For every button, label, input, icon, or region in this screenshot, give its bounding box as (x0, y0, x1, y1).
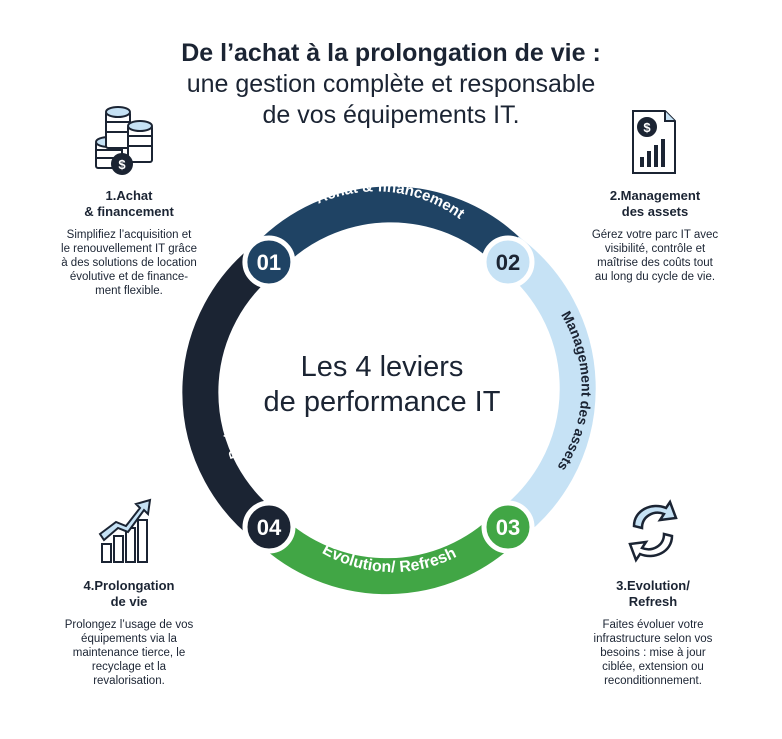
step-4-description: Prolongez l’usage de vos équipements via… (36, 618, 222, 688)
step-3-heading-line-1: 3.Evolution/ (616, 578, 690, 593)
step-1-desc-line: Simplifiez l’acquisition et (66, 229, 192, 241)
badge-03-number: 03 (496, 515, 520, 540)
step-2-heading: 2.Management des assets (562, 188, 748, 220)
step-2-desc-line: au long du cycle de vie. (594, 271, 716, 283)
step-3-desc-line: besoins : mise à jour (600, 647, 706, 659)
step-4-desc-line: maintenance tierce, le (72, 647, 186, 659)
refresh-arrows-icon (628, 499, 678, 563)
title-line-2: une gestion complète et responsable (186, 70, 596, 98)
step-1-heading-line-1: 1.Achat (105, 188, 153, 203)
step-2-heading-line-2: des assets (621, 204, 689, 219)
step-3-desc-line: reconditionnement. (604, 675, 702, 687)
step-1-description: Simplifiez l’acquisition et le renouvell… (36, 228, 222, 298)
step-4-heading: 4.Prolongation de vie (36, 578, 222, 610)
step-4-desc-line: recyclage et la (91, 661, 167, 673)
header: De l’achat à la prolongation de vie : un… (0, 38, 782, 131)
step-1-desc-line: ment flexible. (95, 285, 163, 297)
step-4-heading-line-2: de vie (110, 594, 148, 609)
step-1-heading-line-2: & financement (84, 204, 174, 219)
step-2-block: 2.Management des assets Gérez votre parc… (562, 188, 748, 284)
step-4-desc-line: revalorisation. (93, 675, 165, 687)
step-2-heading-line-1: 2.Management (609, 188, 701, 203)
badge-01-number: 01 (257, 250, 281, 275)
step-4-heading-line-1: 4.Prolongation (83, 578, 175, 593)
ring-segment-top (256, 186, 521, 269)
svg-text:$: $ (643, 120, 651, 135)
step-3-heading: 3.Evolution/ Refresh (560, 578, 746, 610)
step-3-block: 3.Evolution/ Refresh Faites évoluer votr… (560, 578, 746, 688)
step-3-desc-line: Faites évoluer votre (602, 619, 704, 631)
step-2-description: Gérez votre parc IT avec visibilité, con… (562, 228, 748, 284)
badge-02: 02 (481, 235, 535, 289)
center-label: Les 4 leviers de performance IT (232, 350, 532, 420)
badge-03: 03 (481, 500, 535, 554)
center-line-2: de performance IT (263, 386, 501, 418)
step-3-desc-line: ciblée, extension ou (602, 661, 704, 673)
step-4-block: 4.Prolongation de vie Prolongez l’usage … (36, 578, 222, 688)
coins-stack-icon: $ (95, 106, 153, 175)
step-3-heading-line-2: Refresh (628, 594, 678, 609)
ring-segment-left (182, 241, 281, 544)
ring-segment-bottom (256, 513, 520, 595)
step-1-heading: 1.Achat & financement (36, 188, 222, 220)
title-line-1: De l’achat à la prolongation de vie : (181, 39, 601, 67)
title-line-3: de vos équipements IT. (262, 101, 520, 129)
step-1-desc-line: le renouvellement IT grâce (61, 243, 197, 255)
step-2-desc-line: maîtrise des coûts tout (597, 257, 713, 269)
badge-02-number: 02 (496, 250, 520, 275)
ring-segment-right (496, 236, 596, 542)
step-4-desc-line: équipements via la (81, 633, 177, 645)
step-1-block: 1.Achat & financement Simplifiez l’acqui… (36, 188, 222, 298)
step-4-desc-line: Prolongez l’usage de vos (64, 619, 194, 631)
step-1-desc-line: évolutive et de finance- (69, 271, 189, 283)
center-line-1: Les 4 leviers (300, 351, 464, 383)
badge-04: 04 (242, 500, 296, 554)
step-2-desc-line: visibilité, contrôle et (604, 243, 706, 255)
growth-chart-icon (98, 498, 152, 563)
svg-text:$: $ (118, 157, 126, 172)
badge-04-number: 04 (257, 515, 282, 540)
step-1-desc-line: à des solutions de location (61, 257, 197, 269)
document-chart-icon: $ (632, 110, 676, 174)
badge-01: 01 (242, 235, 296, 289)
step-3-desc-line: infrastructure selon vos (593, 633, 713, 645)
step-3-description: Faites évoluer votre infrastructure selo… (560, 618, 746, 688)
step-2-desc-line: Gérez votre parc IT avec (591, 229, 719, 241)
